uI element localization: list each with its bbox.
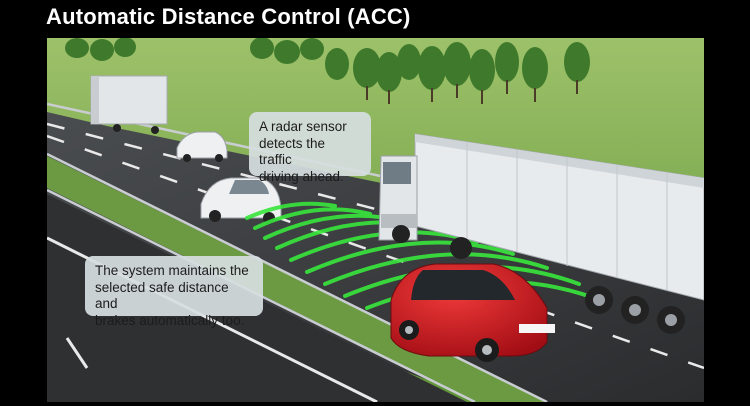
- radar-sensor-callout: A radar sensor detects the traffic drivi…: [249, 112, 371, 184]
- left-lane-dashes: [65, 337, 89, 369]
- page-title: Automatic Distance Control (ACC): [46, 4, 411, 29]
- white-car-near: [200, 177, 282, 224]
- white-car-far: [176, 131, 228, 162]
- distant-truck: [90, 75, 168, 134]
- tree-line: [65, 38, 590, 92]
- illustration: [47, 38, 704, 402]
- tree-trunks: [366, 80, 578, 104]
- highway-scene: [47, 38, 704, 402]
- big-truck: [378, 133, 704, 334]
- red-car: [390, 263, 555, 362]
- safe-distance-callout: The system maintains the selected safe d…: [85, 256, 263, 328]
